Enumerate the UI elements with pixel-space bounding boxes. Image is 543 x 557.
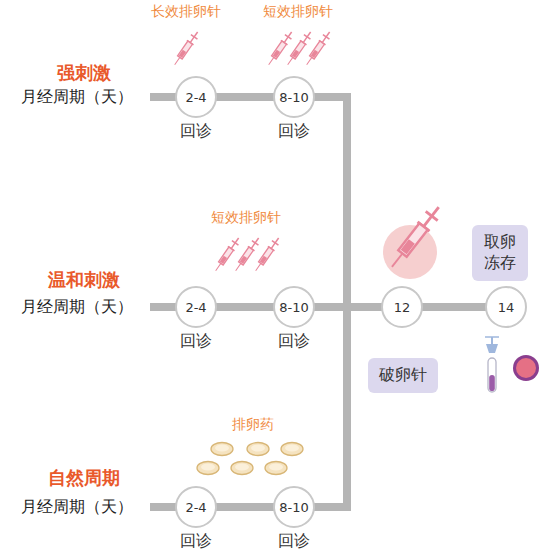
- axis-label: 月经周期（天）: [21, 497, 133, 518]
- axis-label: 月经周期（天）: [21, 87, 133, 108]
- day-circle: 2-4: [175, 76, 217, 118]
- timeline-connector: [217, 303, 273, 311]
- visit-label: 回诊: [180, 531, 212, 552]
- day-circle: 8-10: [273, 486, 315, 528]
- node-text: 破卵针: [379, 365, 427, 386]
- row-title: 温和刺激: [48, 268, 120, 292]
- drug-label: 长效排卵针: [151, 3, 221, 21]
- timeline-connector: [217, 503, 273, 511]
- drug-label: 短效排卵针: [211, 209, 281, 227]
- day-circle: 8-10: [273, 76, 315, 118]
- step-box: 取卵冻存: [472, 225, 528, 281]
- node-text: 14: [498, 300, 515, 315]
- timeline-connector: [315, 307, 381, 507]
- visit-label: 回诊: [278, 121, 310, 142]
- day-circle: 2-4: [175, 486, 217, 528]
- row-title: 自然周期: [48, 466, 120, 490]
- node-text: 2-4: [185, 500, 206, 515]
- timeline-connector: [423, 303, 485, 311]
- drug-label: 短效排卵针: [263, 3, 333, 21]
- visit-label: 回诊: [180, 331, 212, 352]
- tube-icon: [485, 337, 499, 392]
- axis-label: 月经周期（天）: [21, 297, 133, 318]
- drug-label: 排卵药: [232, 416, 274, 434]
- node-text: 取卵冻存: [483, 232, 517, 274]
- timeline-connector: [315, 97, 381, 307]
- visit-label: 回诊: [278, 531, 310, 552]
- visit-label: 回诊: [180, 121, 212, 142]
- step-box: 破卵针: [368, 358, 438, 393]
- timeline-connector: [217, 93, 273, 101]
- day-circle: 2-4: [175, 286, 217, 328]
- node-text: 2-4: [185, 300, 206, 315]
- row-title: 强刺激: [57, 61, 111, 85]
- node-text: 8-10: [279, 300, 309, 315]
- node-text: 2-4: [185, 90, 206, 105]
- node-text: 8-10: [279, 500, 309, 515]
- visit-label: 回诊: [278, 331, 310, 352]
- day-circle: 12: [381, 286, 423, 328]
- node-text: 8-10: [279, 90, 309, 105]
- day-circle: 8-10: [273, 286, 315, 328]
- day-circle: 14: [485, 286, 527, 328]
- node-text: 12: [394, 300, 411, 315]
